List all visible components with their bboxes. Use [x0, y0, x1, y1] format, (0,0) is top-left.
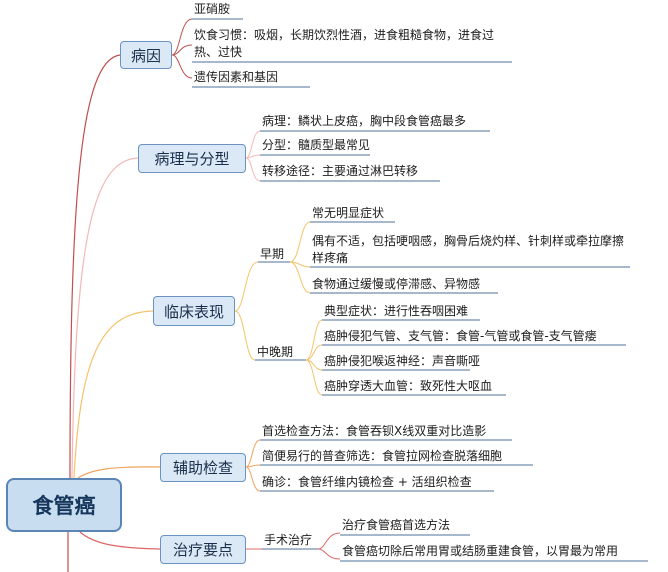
clinical-late-item-0: 典型症状：进行性吞咽困难: [324, 304, 469, 318]
cause-item-2: 遗传因素和基因: [194, 70, 279, 84]
link-root-exam: [77, 466, 161, 479]
pathology-underlines: [260, 130, 490, 182]
branch-clinical[interactable]: 临床表现: [153, 296, 235, 326]
clinical-early-item-2: 食物通过缓慢或停滞感、异物感: [312, 277, 481, 291]
link-root-pathology: [71, 157, 139, 479]
pathology-item-1: 分型：髓质型最常见: [262, 138, 371, 152]
clinical-late-label[interactable]: 中晚期: [257, 345, 294, 359]
clinical-late-item-1: 癌肿侵犯气管、支气管：食管-气管或食管-支气管瘘: [324, 329, 597, 343]
cause-underlines: [192, 18, 512, 88]
exam-item-2: 确诊：食管纤维内镜检查 + 活组织检查: [262, 475, 472, 489]
branch-exam[interactable]: 辅助检查: [160, 453, 246, 482]
root-topic[interactable]: 食管癌: [6, 478, 122, 532]
exam-underlines: [260, 439, 533, 492]
cause-item-0: 亚硝胺: [194, 2, 231, 16]
link-root-cause: [69, 54, 121, 479]
treatment-surgery-item-0: 治疗食管癌首选方法: [342, 518, 451, 532]
treatment-surgery-item-1: 食管癌切除后常用胃或结肠重建食管，以胃最为常用: [342, 544, 619, 558]
treatment-surgery-label[interactable]: 手术治疗: [264, 533, 313, 547]
pathology-item-0: 病理：鳞状上皮癌，胸中段食管癌最多: [262, 114, 467, 128]
pathology-leaf-links: [245, 130, 261, 182]
clinical-links: [234, 221, 323, 396]
exam-leaf-links: [245, 439, 261, 492]
clinical-underlines: [255, 221, 630, 396]
clinical-late-item-2: 癌肿侵犯喉返神经：声音嘶哑: [324, 354, 481, 368]
cause-leaf-links: [171, 18, 193, 79]
clinical-early-item-0: 常无明显症状: [312, 206, 385, 220]
link-root-treatment: [79, 531, 161, 550]
treatment-underlines: [262, 534, 648, 562]
clinical-early-label[interactable]: 早期: [260, 247, 285, 261]
clinical-late-item-3: 癌肿穿透大血管：致死性大呕血: [324, 379, 493, 393]
cause-item-1: 饮食习惯：吸烟，长期饮烈性酒，进食粗糙食物，进食过热、过快: [194, 28, 495, 59]
treatment-links: [246, 532, 341, 560]
clinical-early-item-1: 偶有不适，包括哽咽感，胸骨后烧灼样、针刺样或牵拉摩擦样疼痛: [312, 234, 625, 265]
branch-cause[interactable]: 病因: [120, 41, 172, 69]
pathology-item-2: 转移途径：主要通过淋巴转移: [262, 164, 419, 178]
branch-pathology[interactable]: 病理与分型: [138, 144, 246, 173]
link-root-clinical: [73, 310, 154, 479]
branch-treatment[interactable]: 治疗要点: [160, 535, 246, 564]
exam-item-0: 首选检查方法：食管吞钡X线双重对比造影: [262, 424, 487, 438]
exam-item-1: 简便易行的普查筛选：食管拉网检查脱落细胞: [262, 449, 503, 463]
